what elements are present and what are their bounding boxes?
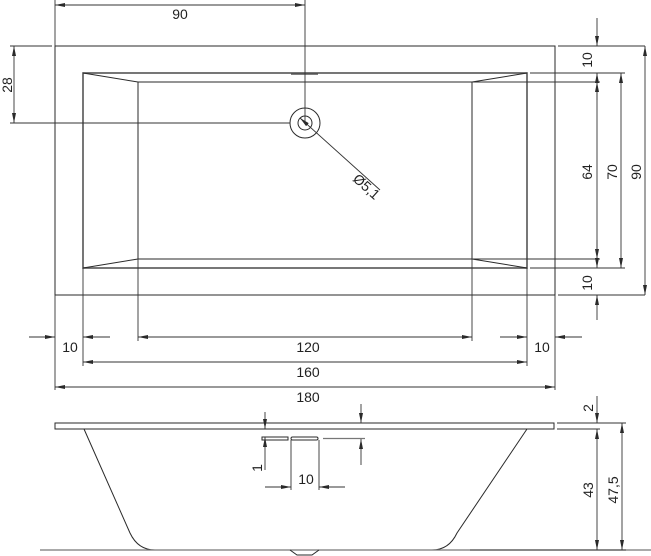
dim-overflow-width: 10 bbox=[265, 440, 345, 490]
dim-label: 2 bbox=[580, 404, 596, 412]
dim-label: 90 bbox=[172, 6, 188, 22]
taper-line bbox=[82, 258, 139, 269]
overflow-slot bbox=[290, 436, 319, 441]
side-view bbox=[40, 422, 651, 556]
taper-line bbox=[471, 258, 528, 269]
dim-label: 160 bbox=[296, 364, 320, 380]
dim-label: 10 bbox=[298, 471, 314, 487]
dim-label: 10 bbox=[534, 339, 550, 355]
drain-bump bbox=[289, 549, 320, 556]
shell-profile bbox=[83, 428, 528, 551]
dim-drain-x: 90 bbox=[54, 0, 306, 123]
dim-label: 180 bbox=[296, 389, 320, 405]
dim-right-vertical: 10 64 70 90 10 bbox=[472, 18, 647, 320]
dim-label: 10 bbox=[62, 339, 78, 355]
overflow-slot bbox=[261, 436, 289, 441]
dim-bottom-horizontal: 10 120 10 160 180 bbox=[29, 259, 582, 405]
dim-label: 90 bbox=[628, 164, 644, 180]
dim-label: 120 bbox=[296, 339, 320, 355]
dim-overflow-height: 1 bbox=[249, 412, 267, 472]
dim-label: 64 bbox=[579, 164, 595, 180]
dim-label: 47,5 bbox=[605, 476, 621, 503]
taper-line bbox=[471, 72, 528, 83]
dim-label: 43 bbox=[580, 482, 596, 498]
dim-label: 28 bbox=[0, 77, 15, 93]
dim-label: 10 bbox=[579, 52, 595, 68]
dim-label: 70 bbox=[604, 164, 620, 180]
dim-drain-diameter: Ø5,1 bbox=[299, 117, 383, 203]
rim-section bbox=[54, 422, 555, 430]
dim-side-right: 2 43 47,5 bbox=[470, 396, 626, 551]
dim-label: Ø5,1 bbox=[350, 170, 383, 202]
taper-line bbox=[82, 72, 139, 83]
dim-drain-y: 28 bbox=[0, 45, 290, 124]
dim-label: 10 bbox=[579, 275, 595, 291]
dim-label: 1 bbox=[249, 464, 265, 472]
